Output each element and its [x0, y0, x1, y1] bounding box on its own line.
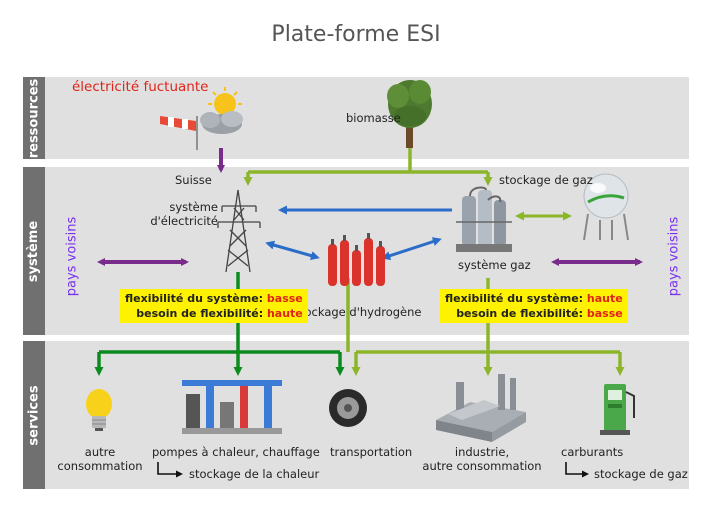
tire-icon — [329, 389, 367, 427]
industry-label: industrie, autre consommation — [422, 445, 542, 473]
tree-icon — [387, 80, 432, 148]
neighbors-right-label: pays voisins — [666, 216, 682, 297]
service-gas-storage-label: stockage de gaz — [594, 467, 688, 481]
heat-pump-icon — [182, 380, 282, 434]
hydrogen-cylinders-icon — [328, 233, 385, 286]
band-label-services: services — [23, 341, 45, 489]
biomass-distribution-arrows — [243, 148, 493, 186]
transport-label: transportation — [330, 445, 413, 459]
electricity-system-label: système d'électricité — [150, 200, 218, 228]
factory-icon — [436, 374, 526, 442]
sun-cloud-windsock-icon — [160, 87, 243, 150]
gas-plant-icon — [456, 186, 512, 252]
gas-storage-label: stockage de gaz — [499, 173, 593, 187]
flexibility-box-right: flexibilité du système: haute besoin de … — [440, 289, 628, 323]
gas-storage-service-arrow-icon — [565, 462, 589, 478]
gas-system-label: système gaz — [458, 258, 531, 272]
power-pylon-icon — [217, 189, 261, 273]
gas-sphere-tank-icon — [583, 173, 629, 241]
biomass-label: biomasse — [346, 111, 401, 125]
electricity-fluctuating-label: électricité fuctuante — [72, 79, 209, 95]
electricity-hydrogen-arrow — [265, 240, 320, 260]
hydrogen-gas-arrow — [381, 237, 442, 261]
other-consumption-label: autre consommation — [57, 445, 143, 473]
fuel-pump-icon — [600, 384, 635, 435]
suisse-label: Suisse — [175, 173, 212, 187]
hydrogen-storage-label: stockage d'hydrogène — [294, 305, 422, 319]
band-ressources — [23, 77, 689, 159]
flexibility-box-left: flexibilité du système: basse besoin de … — [120, 289, 308, 323]
light-bulb-icon — [86, 389, 112, 431]
neighbors-left-label: pays voisins — [64, 216, 80, 297]
band-label-ressources: ressources — [23, 77, 45, 159]
heat-storage-arrow-icon — [157, 462, 183, 478]
heat-pumps-label: pompes à chaleur, chauffage — [152, 445, 320, 459]
band-label-systeme: système — [23, 167, 45, 335]
page-title: Plate-forme ESI — [271, 22, 441, 47]
heat-storage-label: stockage de la chaleur — [189, 467, 320, 481]
fuels-label: carburants — [561, 445, 624, 459]
